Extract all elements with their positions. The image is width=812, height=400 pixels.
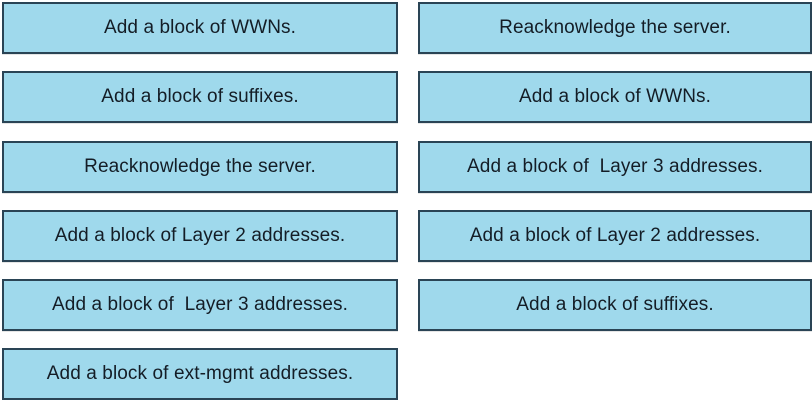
target-option-3[interactable]: Add a block of Layer 3 addresses.	[418, 141, 812, 193]
target-option-3-label: Add a block of Layer 3 addresses.	[467, 155, 763, 177]
source-option-3-label: Reacknowledge the server.	[84, 155, 316, 177]
source-option-6-label: Add a block of ext-mgmt addresses.	[46, 362, 354, 384]
source-option-1-label: Add a block of WWNs.	[103, 16, 297, 38]
source-option-4-label: Add a block of Layer 2 addresses.	[54, 224, 346, 246]
target-option-4-label: Add a block of Layer 2 addresses.	[469, 224, 761, 246]
source-option-3[interactable]: Reacknowledge the server.	[2, 141, 398, 193]
target-option-2[interactable]: Add a block of WWNs.	[418, 71, 812, 123]
source-option-5[interactable]: Add a block of Layer 3 addresses.	[2, 279, 398, 331]
source-option-6[interactable]: Add a block of ext-mgmt addresses.	[2, 348, 398, 400]
target-option-4[interactable]: Add a block of Layer 2 addresses.	[418, 210, 812, 262]
target-option-5[interactable]: Add a block of suffixes.	[418, 279, 812, 331]
target-option-5-label: Add a block of suffixes.	[516, 293, 714, 315]
source-options-column: Add a block of WWNs. Add a block of suffi…	[0, 0, 402, 400]
source-option-2-label: Add a block of suffixes.	[101, 85, 299, 107]
source-option-1[interactable]: Add a block of WWNs.	[2, 2, 398, 54]
source-option-5-label: Add a block of Layer 3 addresses.	[52, 293, 348, 315]
target-option-1-label: Reacknowledge the server.	[499, 16, 731, 38]
source-option-4[interactable]: Add a block of Layer 2 addresses.	[2, 210, 398, 262]
target-order-column: Reacknowledge the server. Add a block of …	[410, 0, 812, 400]
target-option-1[interactable]: Reacknowledge the server.	[418, 2, 812, 54]
source-option-2[interactable]: Add a block of suffixes.	[2, 71, 398, 123]
target-option-2-label: Add a block of WWNs.	[518, 85, 712, 107]
